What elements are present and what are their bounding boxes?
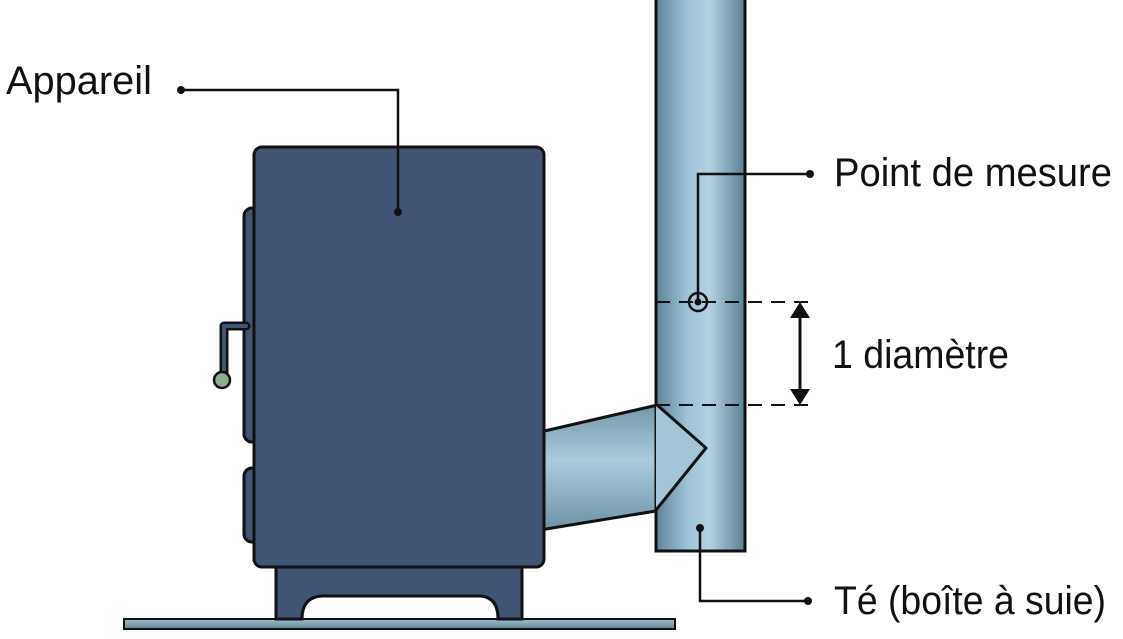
handle-knob-icon	[212, 370, 232, 390]
leader-measure-point	[696, 172, 810, 302]
appliance-handle-fill	[222, 324, 248, 378]
label-tee: Té (boîte à suie)	[834, 579, 1106, 623]
leader-measure-point-dot	[806, 170, 814, 178]
dimension-arrow-icon	[790, 302, 810, 405]
leader-tee-dot-start	[696, 524, 704, 532]
label-one-diameter: 1 diamètre	[832, 333, 1009, 377]
label-appliance: Appareil	[6, 59, 152, 103]
leader-appliance-dot-end	[394, 208, 402, 216]
leader-tee	[698, 528, 808, 603]
label-measure-point: Point de mesure	[834, 151, 1112, 195]
leader-tee-dot-end	[804, 597, 812, 605]
leader-appliance	[181, 88, 400, 212]
tee-inlet	[654, 402, 708, 511]
hearth-plate	[123, 618, 676, 630]
leader-appliance-dot-start	[177, 86, 185, 94]
appliance-base	[274, 563, 524, 621]
